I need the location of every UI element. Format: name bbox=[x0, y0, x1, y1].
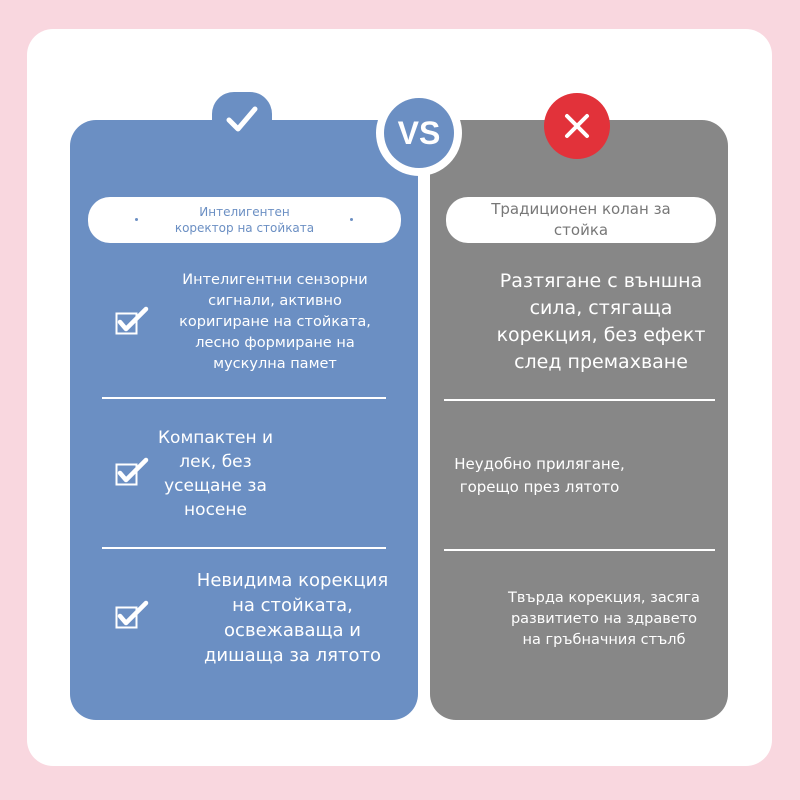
dot-icon bbox=[350, 218, 353, 221]
right-item-text: Разтягане с външна сила, стягаща корекци… bbox=[496, 270, 706, 373]
check-icon bbox=[226, 106, 258, 132]
vs-label: VS bbox=[384, 98, 454, 168]
right-divider bbox=[444, 399, 715, 401]
left-item-text: Невидима корекция на стойката, освежаващ… bbox=[196, 570, 389, 666]
right-title: Традиционен колан за стойка bbox=[491, 200, 671, 239]
right-item-text: Твърда корекция, засяга развитието на зд… bbox=[508, 590, 700, 648]
checkbox-checked-icon bbox=[115, 600, 149, 629]
right-title-pill: Традиционен колан за стойка bbox=[446, 197, 716, 243]
dot-icon bbox=[135, 218, 138, 221]
left-item-text: Интелигентни сензорни сигнали, активно к… bbox=[179, 272, 371, 372]
right-item-text: Неудобно прилягане, горещо през лятото bbox=[454, 455, 625, 496]
left-title-pill: Интелигентен коректор на стойката bbox=[88, 197, 401, 243]
right-divider bbox=[444, 549, 715, 551]
left-item-text: Компактен и лек, без усещане за носене bbox=[157, 428, 274, 520]
left-divider bbox=[102, 397, 386, 399]
left-title: Интелигентен коректор на стойката bbox=[174, 205, 315, 235]
left-divider bbox=[102, 547, 386, 549]
right-header-badge bbox=[544, 93, 610, 159]
checkbox-checked-icon bbox=[115, 457, 149, 486]
close-icon bbox=[565, 114, 589, 138]
checkbox-checked-icon bbox=[115, 306, 149, 335]
left-header-tab bbox=[212, 92, 272, 152]
vs-badge: VS bbox=[376, 90, 462, 176]
